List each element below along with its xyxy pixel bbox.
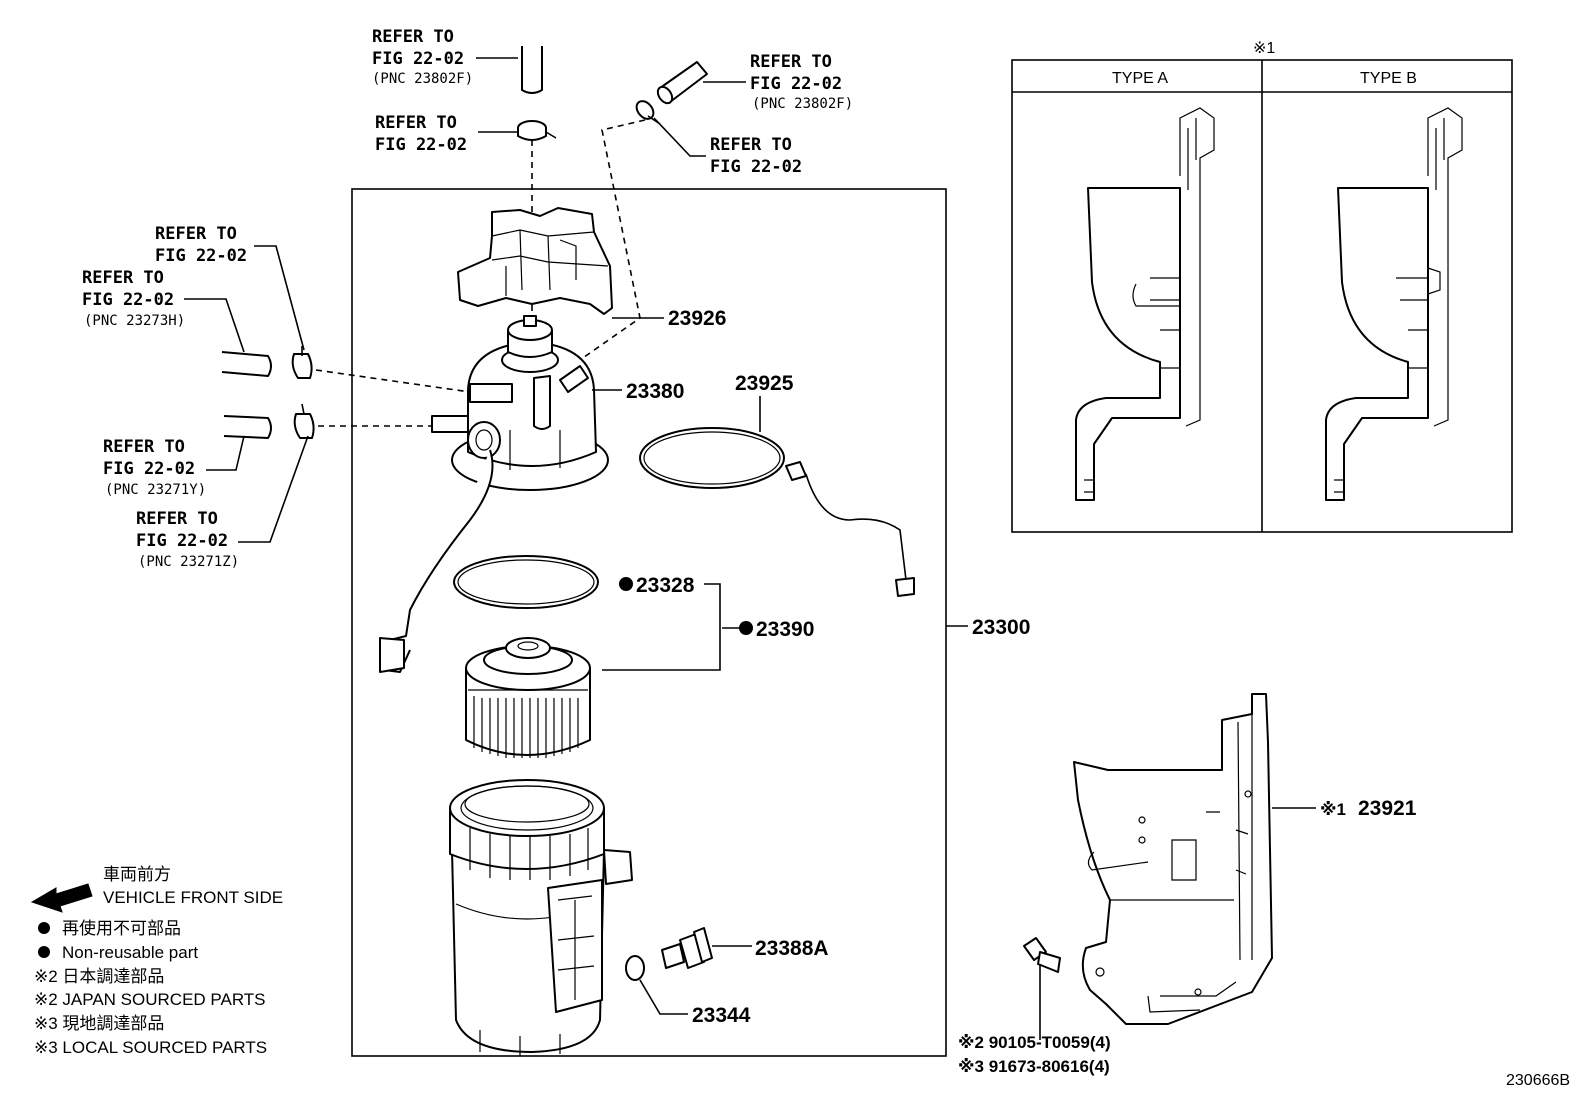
label-bolt-japan: ※2 90105-T0059(4)	[958, 1033, 1111, 1052]
ref-c-group[interactable]: REFER TO FIG 22-02	[375, 113, 518, 155]
top-clamp-part	[517, 120, 557, 141]
ref-f-pnc: (PNC 23273H)	[84, 313, 185, 329]
types-note: ※1	[1253, 40, 1275, 57]
left-hose-lower-part	[223, 415, 272, 439]
vehicle-front-arrow-icon	[30, 883, 93, 913]
left-hose-upper-part	[221, 351, 272, 377]
left-clamp-upper-part	[291, 346, 313, 379]
filter-element-23390-part	[465, 637, 591, 758]
o-ring-23925-part	[639, 427, 785, 489]
ref-e-line1: REFER TO	[155, 224, 237, 244]
nonreusable-dot-23328	[619, 577, 633, 591]
ref-a-group[interactable]: REFER TO FIG 22-02 (PNC 23802F)	[372, 27, 518, 87]
label-23390: 23390	[756, 618, 814, 641]
legend-local-jp: ※3 現地調達部品	[34, 1014, 164, 1033]
ref-h-line2: FIG 22-02	[136, 531, 228, 551]
o-ring-23344-part	[625, 955, 645, 981]
bracket-23921-part	[1073, 693, 1273, 1025]
ref-f-line2: FIG 22-02	[82, 290, 174, 310]
assembly-23300-frame	[351, 188, 947, 1057]
type-b-header: TYPE B	[1360, 70, 1417, 87]
legend-japan-jp: ※2 日本調達部品	[34, 967, 164, 986]
label-23388A: 23388A	[755, 937, 829, 960]
right-clamp-part	[635, 100, 661, 125]
figure-id: 230666B	[1506, 1072, 1570, 1089]
top-hose-part	[521, 46, 543, 94]
ref-d-line2: FIG 22-02	[710, 157, 802, 177]
ref-b-line1: REFER TO	[750, 52, 832, 72]
ref-g-pnc: (PNC 23271Y)	[105, 482, 206, 498]
ref-a-line2: FIG 22-02	[372, 49, 464, 69]
ref-f-line1: REFER TO	[82, 268, 164, 288]
label-23328: 23328	[636, 574, 695, 597]
ref-g-group[interactable]: REFER TO FIG 22-02 (PNC 23271Y)	[103, 435, 245, 498]
legend-dot-icon-en	[38, 946, 50, 958]
ref-b-line2: FIG 22-02	[750, 74, 842, 94]
ref-e-group[interactable]: REFER TO FIG 22-02	[155, 224, 305, 351]
ref-a-line1: REFER TO	[372, 27, 454, 47]
ref-a-pnc: (PNC 23802F)	[372, 71, 473, 87]
o-ring-23328-part	[453, 555, 599, 609]
cover-23926-part	[457, 207, 613, 315]
filter-bowl-part	[449, 779, 633, 1056]
label-23344: 23344	[692, 1004, 751, 1027]
legend-nonreuse-en: Non-reusable part	[62, 943, 198, 962]
legend-front-jp: 車両前方	[103, 865, 171, 884]
ref-h-group[interactable]: REFER TO FIG 22-02 (PNC 23271Z)	[136, 435, 309, 570]
sensor-wire-part	[383, 449, 494, 673]
ref-d-group[interactable]: REFER TO FIG 22-02	[653, 117, 802, 177]
ref-h-line1: REFER TO	[136, 509, 218, 529]
label-23921: 23921	[1358, 797, 1417, 820]
label-23380: 23380	[626, 380, 684, 403]
label-bolt-local: ※3 91673-80616(4)	[958, 1057, 1110, 1076]
legend-dot-icon-jp	[38, 922, 50, 934]
label-23300: 23300	[972, 616, 1030, 639]
ref-f-group[interactable]: REFER TO FIG 22-02 (PNC 23273H)	[82, 268, 245, 353]
type-a-bracket-drawing	[1075, 107, 1215, 501]
label-23921-note: ※1	[1320, 800, 1346, 819]
drain-plug-23388A-part	[661, 927, 713, 969]
ref-b-group[interactable]: REFER TO FIG 22-02 (PNC 23802F)	[703, 52, 853, 112]
ref-d-line1: REFER TO	[710, 135, 792, 155]
ref-g-line2: FIG 22-02	[103, 459, 195, 479]
label-23926: 23926	[668, 307, 726, 330]
sensor-wire-23925-part	[785, 461, 915, 597]
bolt-part	[1023, 937, 1061, 973]
legend-local-en: ※3 LOCAL SOURCED PARTS	[34, 1038, 267, 1057]
ref-c-line2: FIG 22-02	[375, 135, 467, 155]
legend-japan-en: ※2 JAPAN SOURCED PARTS	[34, 990, 266, 1009]
ref-b-pnc: (PNC 23802F)	[752, 96, 853, 112]
ref-c-line1: REFER TO	[375, 113, 457, 133]
legend-front-en: VEHICLE FRONT SIDE	[103, 888, 283, 907]
legend-nonreuse-jp: 再使用不可部品	[62, 918, 181, 938]
ref-e-line2: FIG 22-02	[155, 246, 247, 266]
type-a-header: TYPE A	[1112, 70, 1168, 87]
ref-h-pnc: (PNC 23271Z)	[138, 554, 239, 570]
nonreusable-dot-23390	[739, 621, 753, 635]
left-clamp-lower-part	[293, 403, 315, 439]
type-b-bracket-drawing	[1325, 107, 1463, 501]
filter-head-23380-part	[431, 315, 609, 491]
ref-g-line1: REFER TO	[103, 437, 185, 457]
label-23925: 23925	[735, 372, 794, 395]
